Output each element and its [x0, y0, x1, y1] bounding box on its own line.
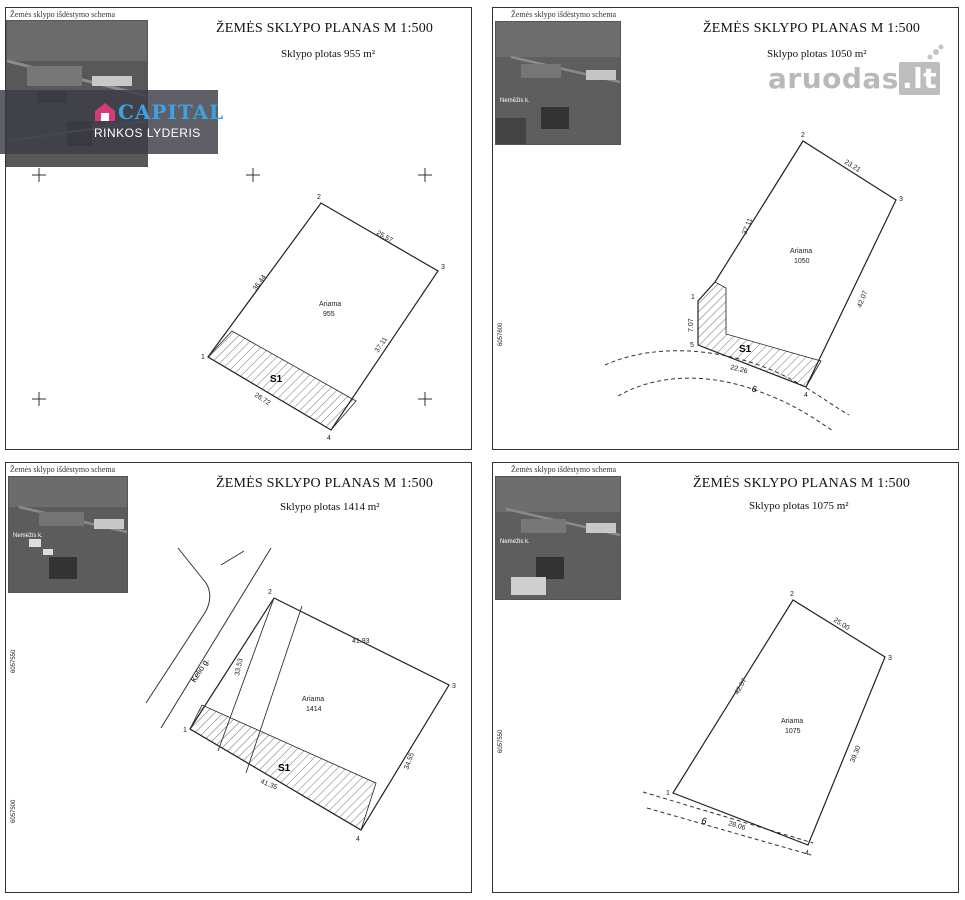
servitude-label: S1: [739, 344, 752, 355]
schema-label: Žemės sklypo išdėstymo schema: [511, 465, 617, 474]
street-edge: [160, 547, 272, 729]
capital-watermark: CAPITAL RINKOS LYDERIS: [0, 90, 223, 154]
street-label: Kelio g.: [189, 657, 211, 684]
plot-plan-panel-3: Žemės sklypo išdėstymo schema Nemėžis k.…: [5, 462, 472, 893]
servitude-line: [245, 605, 303, 774]
plan-title: ŽEMĖS SKLYPO PLANAS M 1:500: [703, 21, 921, 36]
plot-area-caption: Sklypo plotas 1050 m²: [767, 48, 867, 60]
dimension-label: 22.26: [729, 364, 748, 375]
vertex-label: 2: [790, 591, 794, 598]
land-use-label: Ariama: [302, 696, 324, 703]
dimension-label: 33.53: [234, 658, 245, 677]
location-aerial-map: Nemēžis k.: [495, 21, 621, 145]
aruodas-brand: aruodas: [768, 62, 899, 95]
schema-label: Žemės sklypo išdėstymo schema: [10, 10, 116, 19]
land-use-label: Ariama: [790, 248, 812, 255]
dimension-label: 25.57: [375, 230, 394, 245]
vertex-label: 1: [691, 294, 695, 301]
plot-drawing: 1 2 3 4 36.44 25.57 37.11 26.72 Ariama 9…: [32, 168, 445, 442]
vertex-label: 4: [327, 435, 331, 442]
vertex-label: 1: [183, 727, 187, 734]
road-edge: [642, 791, 814, 844]
map-place-label: Nemėžis k.: [13, 533, 43, 539]
coordinate-label: 6057550: [11, 649, 17, 673]
plot-area-caption: Sklypo plotas 1075 m²: [749, 500, 849, 512]
dimension-label: 26.72: [253, 392, 272, 407]
vertex-label: 3: [441, 264, 445, 271]
schema-label: Žemės sklypo išdėstymo schema: [511, 10, 617, 19]
house-icon: [95, 103, 115, 121]
plot-plan-panel-2: Žemės sklypo išdėstymo schema Nemēžis k.…: [492, 7, 959, 450]
plot-boundary: [672, 599, 886, 846]
vertex-label: 1: [666, 790, 670, 797]
dimension-label: 41.93: [352, 638, 370, 645]
aruodas-watermark: aruodas.lt: [768, 44, 944, 95]
land-area-label: 1075: [785, 728, 801, 735]
dimension-label: 34.55: [403, 752, 416, 771]
dimension-label: 7.07: [688, 318, 695, 332]
coordinate-label: 6057600: [498, 322, 504, 346]
vertex-label: 3: [899, 196, 903, 203]
servitude-area-s1: [697, 281, 822, 388]
vertex-label: 2: [268, 589, 272, 596]
land-area-label: 1050: [794, 258, 810, 265]
dimension-label: 28.06: [727, 820, 746, 832]
vertex-label: 1: [201, 354, 205, 361]
vertex-label: 3: [452, 683, 456, 690]
vertex-label: 2: [801, 132, 805, 139]
plot-boundary: [697, 140, 897, 388]
map-place-label: Nemēžis k.: [500, 98, 530, 104]
plot-drawing: 1 2 3 4 42.07 25.00 39.30 28.06 Ariama 1…: [498, 591, 892, 857]
capital-brand: CAPITAL: [118, 100, 225, 124]
plot-boundary: [207, 202, 439, 431]
dimension-label: 42.07: [856, 290, 869, 309]
road-edge: [646, 807, 812, 856]
vertex-label: 3: [888, 655, 892, 662]
dimension-label: 39.30: [849, 745, 862, 764]
road-edge: [617, 377, 834, 432]
dimension-label: 41.35: [259, 778, 278, 791]
servitude-line: [217, 597, 275, 752]
vertex-label: 4: [804, 392, 808, 399]
grid-crosses: [32, 168, 432, 406]
plot-drawing: 1 2 3 4 5 37.11 23.21 42.07 22.26 7.07 A…: [498, 132, 903, 432]
street-edge: [220, 550, 245, 566]
plot-plan-panel-1: Žemės sklypo išdėstymo schema ŽEMĖS SKLY…: [5, 7, 472, 450]
land-use-label: Ariama: [319, 301, 341, 308]
dimension-label: 37.11: [374, 336, 389, 354]
road-label: 6: [700, 815, 708, 826]
land-area-label: 1414: [306, 706, 322, 713]
street-edge: [145, 547, 211, 704]
plan-title: ŽEMĖS SKLYPO PLANAS M 1:500: [216, 476, 434, 491]
servitude-label: S1: [270, 374, 283, 385]
capital-tagline: RINKOS LYDERIS: [94, 126, 201, 140]
vertex-label: 4: [805, 850, 809, 857]
vertex-label: 2: [317, 194, 321, 201]
vertex-label: 4: [356, 836, 360, 843]
land-area-label: 955: [323, 311, 335, 318]
road-label: 6: [750, 383, 758, 394]
plan-title: ŽEMĖS SKLYPO PLANAS M 1:500: [216, 21, 434, 36]
vertex-label: 5: [690, 342, 694, 349]
schema-label: Žemės sklypo išdėstymo schema: [10, 465, 116, 474]
servitude-label: S1: [278, 763, 291, 774]
plan-title: ŽEMĖS SKLYPO PLANAS M 1:500: [693, 476, 911, 491]
dimension-label: 37.11: [741, 217, 754, 235]
plot-area-caption: Sklypo plotas 955 m²: [281, 48, 376, 60]
plot-plan-panel-4: Žemės sklypo išdėstymo schema Nemėžis k.…: [492, 462, 959, 893]
plot-drawing: 1 2 3 4 33.53 41.93 34.55 41.35 Ariama 1…: [11, 547, 456, 843]
dimension-label: 42.07: [734, 677, 749, 696]
location-aerial-map: Nemėžis k.: [495, 476, 621, 600]
location-aerial-map: Nemėžis k.: [8, 476, 128, 593]
coordinate-label: 6057550: [498, 729, 504, 753]
dimension-label: 36.44: [252, 274, 268, 292]
bubble-dots-icon: [927, 44, 944, 60]
plot-boundary: [189, 597, 450, 831]
map-place-label: Nemėžis k.: [500, 539, 530, 545]
plot-area-caption: Sklypo plotas 1414 m²: [280, 501, 380, 513]
land-use-label: Ariama: [781, 718, 803, 725]
coordinate-label: 6057500: [11, 799, 17, 823]
aruodas-tld: .lt: [898, 62, 941, 95]
